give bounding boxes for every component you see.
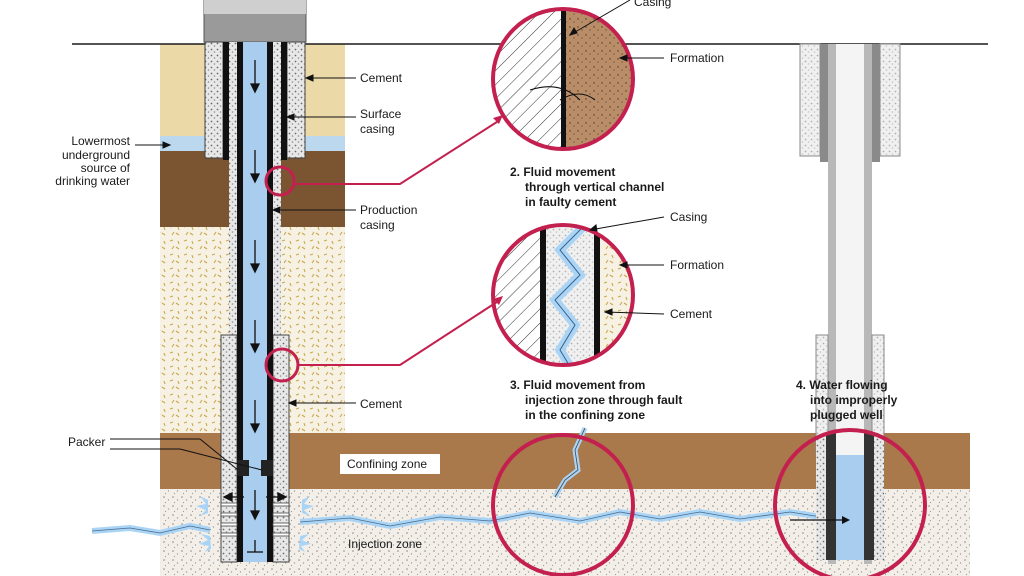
plugged-prod-casing-left [828,44,836,564]
label-confining-zone: Confining zone [347,457,427,471]
inset-2-circle [491,223,635,367]
label-usdw-1: Lowermost [71,134,130,148]
inset-1-casing-formation [491,7,635,151]
surface-casing-left [223,42,229,160]
plugged-surface-casing-left [820,44,828,162]
inset3-caption-3: in the confining zone [525,408,645,422]
inset4-caption-3: plugged well [810,408,883,422]
plugged-surface-cement-left [799,43,821,157]
connector-line-upper [294,119,501,185]
label-production-casing-2: casing [360,218,395,232]
leader-lines [110,0,665,471]
plugged-surface-cement-right [879,43,901,157]
label-injection-zone: Injection zone [348,537,422,551]
highlight-circle-upper [264,165,296,197]
inset4-caption-2: into improperly [810,393,898,407]
connector-arrow-upper [493,115,503,124]
injection-splashes [196,496,314,552]
inset-4-circle [773,428,927,576]
lower-cement-right [272,334,290,563]
inset-2-faulty-cement [491,223,635,367]
plugged-prod-casing-right [864,44,872,564]
inset2-label-casing: Casing [670,210,707,224]
inset1-label-casing: Casing [634,0,671,9]
plugged-surface-casing-right [872,44,880,162]
confining-zone-label-box [340,454,440,474]
production-casing-left [237,42,243,562]
plugged-well [799,43,901,564]
plugged-well-bore [836,44,864,444]
packer-left [237,460,249,476]
surface-cement-left [204,41,224,159]
label-production-casing-1: Production [360,203,417,217]
inset2-caption-1: 2. Fluid movement [510,165,615,179]
inset3-caption-1: 3. Fluid movement from [510,378,645,392]
label-usdw-3: source of [81,161,131,175]
well-fluid-column [243,42,267,562]
surface-casing-right [281,42,287,160]
lower-cement-left [220,334,238,563]
perforations [220,502,290,537]
inset2-caption-2: through vertical channel [525,180,664,194]
production-cement-left [229,42,237,562]
inset-1-circle [491,7,635,151]
connector-line-lower [298,299,501,366]
inset-4-plugged-well [773,428,927,576]
inset2-label-formation: Formation [670,258,724,272]
inset1-label-formation: Formation [670,51,724,65]
inset4-caption-1: 4. Water flowing [796,378,888,392]
injection-well [196,0,314,563]
label-cement-upper: Cement [360,71,403,85]
inset2-label-cement: Cement [670,307,713,321]
label-usdw-4: drinking water [55,174,130,188]
surface-cement-right [286,41,306,159]
label-usdw-2: underground [62,148,130,162]
label-surface-casing-2: casing [360,122,395,136]
label-cement-lower: Cement [360,397,403,411]
connector-arrow-lower [493,296,503,305]
inset-3-confining-fault [491,426,635,576]
fracture-flow-centerline [91,511,841,534]
label-packer: Packer [68,435,105,449]
production-casing-right [267,42,273,562]
label-surface-casing-1: Surface [360,107,402,121]
inset2-caption-3: in faulty cement [525,195,616,209]
inset3-caption-2: injection zone through fault [525,393,682,407]
production-cement-right [273,42,281,562]
flow-arrows [222,60,288,553]
wellhead-top [204,0,306,14]
packer-right [261,460,273,476]
inset-3-circle [491,433,635,576]
